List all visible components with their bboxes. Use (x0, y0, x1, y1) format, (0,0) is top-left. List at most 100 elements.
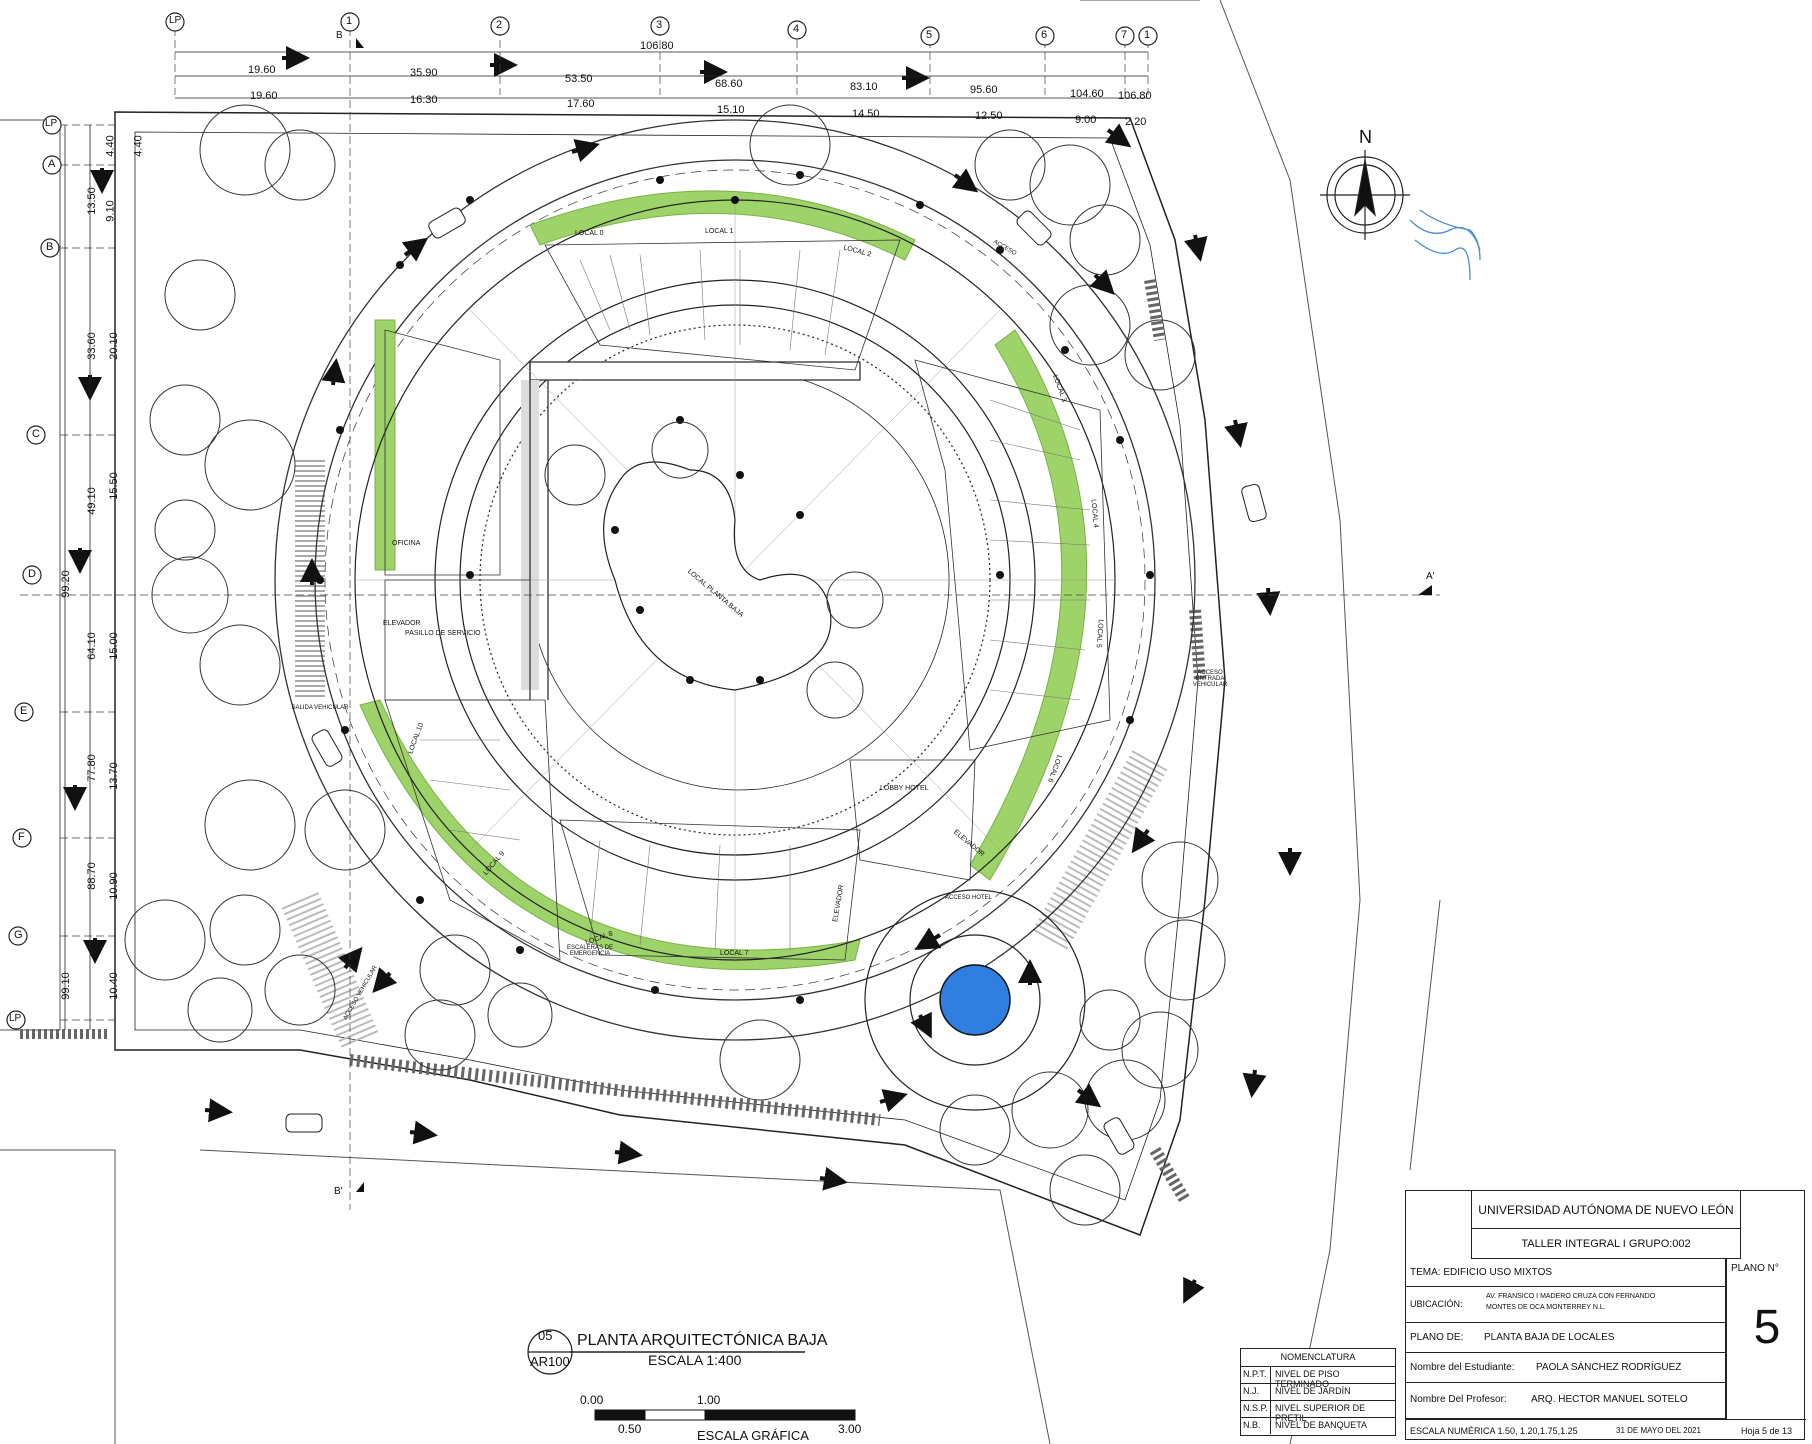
section-label-a: A' (1426, 571, 1435, 582)
grid-col-label: 1 (1144, 29, 1151, 41)
crosswalk-stripes (20, 279, 1206, 1204)
dimension: 15.00 (107, 632, 120, 660)
section-label-b: B (336, 30, 343, 41)
room-label: ESCALERAS DE EMERGENCIA (566, 945, 614, 957)
section-label-b-prime: B' (334, 1186, 343, 1197)
dimension: 99.10 (59, 972, 72, 1000)
dimension: 15.10 (717, 104, 745, 116)
dimension: 10.90 (107, 872, 120, 900)
profesor-row: Nombre Del Profesor: ARQ. HECTOR MANUEL … (1406, 1383, 1726, 1419)
north-arrow (1320, 150, 1410, 240)
scale-tick: 3.00 (838, 1422, 862, 1436)
drawing-sheet: AR100 (530, 1354, 570, 1369)
grid-axes (20, 28, 1440, 1210)
room-label: LOCAL 1 (705, 228, 734, 235)
escala-numerica: ESCALA NUMÉRICA 1.50, 1.20,1.75,1.25 (1410, 1426, 1578, 1436)
room-label: LOCAL 7 (720, 950, 749, 957)
drawing-number: 05 (538, 1328, 553, 1343)
tema: TEMA: EDIFICIO USO MIXTOS (1406, 1259, 1726, 1287)
scale-bar (594, 1409, 856, 1421)
dimension: 49.10 (85, 487, 98, 515)
room-label: OFICINA (392, 540, 421, 547)
dimension: 68.60 (715, 78, 743, 90)
nom-abbr: N.S.P. (1241, 1401, 1271, 1417)
profesor-label: Nombre Del Profesor: (1410, 1394, 1507, 1405)
grid-row-label: LP (9, 1013, 22, 1024)
scale-tick: 1.00 (697, 1393, 721, 1407)
stall-lines (420, 249, 1091, 951)
room-label: ELEVADOR (383, 620, 421, 627)
dimension: 9.10 (104, 200, 117, 222)
nom-desc: NIVEL DE PISO TERMINADO (1275, 1369, 1340, 1389)
trees (124, 104, 1226, 1226)
nomenclatura-title: NOMENCLATURA (1280, 1352, 1356, 1362)
plano-number: 5 (1753, 1301, 1781, 1354)
grid-col-label: 4 (793, 23, 800, 35)
room-label: LOCAL 0 (575, 230, 604, 237)
dimension: 13.50 (85, 187, 98, 215)
dimension: 83.10 (850, 81, 878, 93)
dimension: 104.60 (1070, 88, 1104, 100)
nomenclatura-table: NOMENCLATURA N.P.T.NIVEL DE PISO TERMINA… (1240, 1348, 1396, 1436)
dimension: 2.20 (1125, 116, 1147, 128)
ubicacion-row: UBICACIÓN: AV. FRANSICO I MADERO CRUZA C… (1406, 1287, 1726, 1323)
dimension: 19.60 (248, 64, 276, 76)
grid-col-label: 7 (1121, 29, 1128, 41)
dimension: 77.80 (85, 754, 98, 782)
scale-tick: 0.00 (580, 1393, 604, 1407)
wind-icon (1409, 209, 1481, 281)
plano-de-row: PLANO DE: PLANTA BAJA DE LOCALES (1406, 1323, 1726, 1353)
dimension: 95.60 (970, 84, 998, 96)
dimension-total: 106.80 (640, 40, 674, 52)
dimension: 33.60 (85, 332, 98, 360)
plano-label: PLANO N° (1731, 1263, 1779, 1274)
estudiante-row: Nombre del Estudiante: PAOLA SÁNCHEZ ROD… (1406, 1353, 1726, 1383)
section-markers (356, 38, 1432, 1192)
dimension: 17.60 (567, 98, 595, 110)
room-label: SALIDA VEHICULAR (291, 705, 349, 711)
room-label: ACCESO HOTEL (945, 895, 993, 901)
inner-courtyard-local (603, 461, 832, 691)
profesor-name: ARQ. HECTOR MANUEL SOTELO (1531, 1394, 1688, 1405)
plano-de-label: PLANO DE: (1410, 1332, 1464, 1343)
dimension: 106.80 (1118, 90, 1152, 102)
dimension: 16.30 (410, 94, 438, 106)
drawing-title: PLANTA ARQUITECTÓNICA BAJA (577, 1332, 828, 1349)
cars (285, 207, 1267, 1155)
nom-desc: NIVEL DE JARDÍN (1275, 1386, 1351, 1396)
ubicacion-label: UBICACIÓN: (1410, 1299, 1463, 1309)
nom-abbr: N.P.T. (1241, 1367, 1271, 1383)
dimension: 14.50 (852, 108, 880, 120)
grid-col-label: 1 (346, 15, 353, 27)
nom-desc: NIVEL DE BANQUETA (1275, 1420, 1368, 1430)
nom-abbr: N.J. (1241, 1384, 1271, 1400)
dimension: 12.50 (975, 110, 1003, 122)
footer-row: ESCALA NUMÉRICA 1.50, 1.20,1.75,1.25 31 … (1406, 1419, 1806, 1442)
room-label: PASILLO DE SERVICIO (405, 630, 481, 637)
scale-tick: 0.50 (618, 1422, 642, 1436)
grid-row-label: G (14, 929, 23, 941)
fecha: 31 DE MAYO DEL 2021 (1616, 1426, 1701, 1435)
title-block: UNIVERSIDAD AUTÓNOMA DE NUEVO LEÓN TALLE… (1405, 1190, 1807, 1442)
roundabout (864, 889, 1086, 1111)
dimension: 19.60 (250, 90, 278, 102)
dimension: 10.40 (107, 972, 120, 1000)
site-boundary (114, 111, 1226, 1236)
room-label: LOBBY HOTEL (880, 785, 929, 792)
dimension-lines (64, 51, 1148, 1030)
plano-de-value: PLANTA BAJA DE LOCALES (1484, 1332, 1615, 1343)
nom-desc: NIVEL SUPERIOR DE PRETIL (1275, 1403, 1366, 1423)
dimension: 20.10 (107, 332, 120, 360)
dimension: 13.70 (107, 762, 120, 790)
dimension: 88.70 (85, 862, 98, 890)
grid-row-label: F (18, 831, 25, 843)
grid-row-label: A (48, 158, 56, 170)
grid-col-label: 5 (926, 29, 933, 41)
ubicacion-line1: AV. FRANSICO I MADERO CRUZA CON FERNANDO (1486, 1293, 1656, 1300)
local-blocks (384, 239, 1111, 961)
streets (0, 0, 1441, 1444)
room-label: ACCESO ENTRADA VEHICULAR (1192, 670, 1228, 688)
estudiante-label: Nombre del Estudiante: (1410, 1362, 1515, 1373)
plano-number-box: PLANO N° 5 (1726, 1259, 1807, 1419)
dimension: 9.00 (1075, 114, 1097, 126)
